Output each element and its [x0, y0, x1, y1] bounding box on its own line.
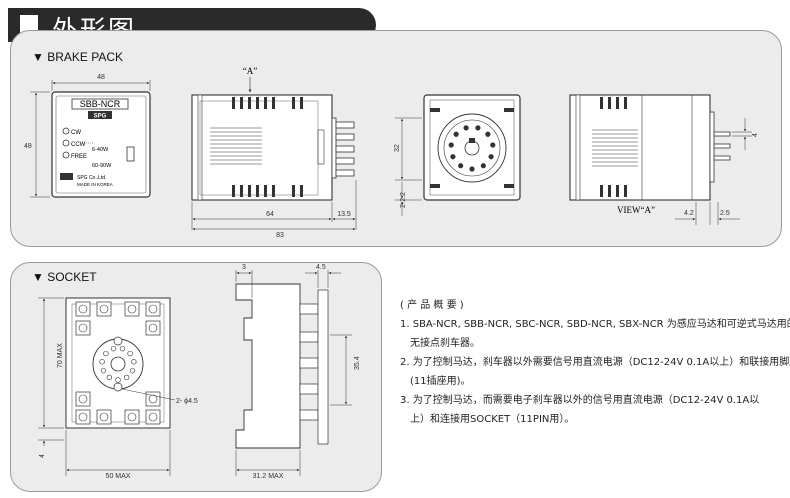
dim-4-2: 4.2 [684, 210, 694, 217]
pin-icon [110, 345, 117, 352]
pin-icon [123, 374, 130, 381]
pin-face-view: 32 2-2.2 [394, 94, 521, 216]
dim-13-5: 13.5 [337, 211, 351, 218]
company-label: SPG Co.,Ltd. [77, 175, 106, 181]
cw-led-icon [62, 127, 70, 135]
watt-range-1: 6-40W [92, 147, 109, 153]
model-label: SBB-NCR [80, 99, 121, 109]
socket-side-view: 3 4.5 35.4 31.2 MAX [235, 264, 361, 480]
overview-line-1: 1. SBA-NCR, SBB-NCR, SBC-NCR, SBD-NCR, S… [400, 319, 790, 330]
dim-4-socket: 4 [39, 454, 46, 458]
ccw-label: CCW [71, 142, 86, 148]
pin-icon [100, 367, 107, 374]
height-dim: 48 [24, 143, 32, 150]
pin-icon [458, 163, 464, 169]
dim-4-pin: 4 [752, 133, 759, 137]
socket-label: ▼ SOCKET [32, 270, 97, 284]
mount-hole-icon-2 [113, 382, 123, 392]
watt-range-2: 60-90W [92, 163, 112, 169]
pin-icon [131, 359, 137, 365]
pin-icon [480, 163, 486, 169]
dim-3: 3 [242, 264, 246, 271]
pin-icon [129, 367, 136, 374]
socket-pin-ring [99, 345, 137, 383]
pin-icon [488, 154, 494, 160]
selector-switch-icon [126, 146, 135, 162]
hole-dim: 2- ϕ4.5 [176, 398, 198, 405]
small-logo-icon [60, 173, 73, 180]
overview-line-3: 2. 为了控制马达，刹车器以外需要信号用直流电源（DC12-24V 0.1A以上… [400, 357, 790, 368]
overview-line-6: 上）和连接用SOCKET（11PIN用）。 [410, 414, 575, 425]
pin-icon [115, 377, 121, 383]
dim-2-2: 2-2.2 [400, 192, 407, 208]
overview-heading: ( 产 品 概 要 ) [400, 300, 464, 311]
pin-icon [448, 142, 454, 148]
pin-icon [485, 131, 491, 137]
brake-pack-label: ▼ BRAKE PACK [32, 50, 124, 64]
overview-line-4: (11插座用)。 [410, 376, 471, 387]
side-view: “A” [191, 66, 357, 239]
product-overview: ( 产 品 概 要 ) 1. SBA-NCR, SBB-NCR, SBC-NCR… [400, 296, 790, 429]
mount-hole-icon [113, 336, 123, 346]
pin-icon [99, 359, 105, 365]
pin-ring [448, 125, 496, 172]
free-led-icon [62, 151, 70, 159]
overview-line-2: 无接点刹车器。 [410, 338, 480, 349]
ccw-led-icon [62, 139, 70, 147]
pin-icon [106, 374, 113, 381]
made-in-label: MADE IN KOREA [77, 182, 113, 187]
view-a-drawing: VIEW“A” 4 4.2 2.5 [569, 94, 759, 225]
free-label: FREE [71, 154, 87, 160]
pin-icon [490, 142, 496, 148]
front-view: SBB-NCR SPG CW CCW FREE 6-40W 60-90W SPG… [24, 74, 151, 198]
pin-icon [450, 154, 456, 160]
view-a-marker: “A” [243, 66, 258, 76]
socket-front-view: 2- ϕ4.5 70 MAX 4 50 MAX [38, 297, 198, 480]
dim-70: 70 MAX [57, 343, 64, 368]
pin-icon [127, 350, 133, 357]
dim-32: 32 [394, 144, 401, 152]
brand-logo: SPG [94, 114, 107, 120]
dim-50: 50 MAX [106, 473, 131, 480]
dim-2-5: 2.5 [720, 210, 730, 217]
pin-icon [475, 125, 481, 131]
dim-35-4: 35.4 [354, 356, 361, 370]
dim-83: 83 [276, 232, 284, 239]
pin-icon [469, 166, 475, 172]
dim-64: 64 [266, 211, 274, 218]
view-a-label: VIEW“A” [617, 205, 655, 215]
dim-31-2: 31.2 MAX [253, 473, 284, 480]
pin-icon [463, 125, 469, 131]
dim-4-5: 4.5 [316, 264, 326, 271]
pin-icon [453, 131, 459, 137]
overview-line-5: 3. 为了控制马达，而需要电子刹车器以外的信号用直流电源（DC12-24V 0.… [400, 395, 760, 406]
pin-icon [103, 350, 109, 357]
cw-label: CW [71, 130, 81, 136]
width-dim: 48 [97, 74, 105, 81]
pin-icon [119, 345, 126, 352]
